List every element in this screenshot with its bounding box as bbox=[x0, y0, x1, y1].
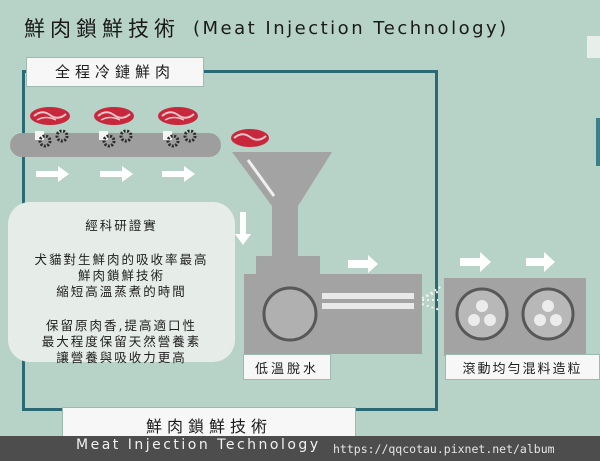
arrow-right-icon bbox=[162, 166, 195, 182]
info-line: 保留原肉香,提高適口性 bbox=[46, 318, 197, 333]
info-line: 犬貓對生鮮肉的吸收率最高 bbox=[34, 252, 209, 267]
bottom-title-english: Meat Injection Technology bbox=[76, 437, 321, 453]
page-title: 鮮肉鎖鮮技術 bbox=[24, 17, 180, 41]
cropped-panel-edge bbox=[587, 36, 600, 58]
gear-icon bbox=[35, 129, 69, 148]
meat-icon bbox=[30, 107, 70, 125]
arrow-right-icon bbox=[36, 166, 69, 182]
meat-icon bbox=[94, 107, 134, 125]
bottom-title: 鮮肉鎖鮮技術 bbox=[145, 417, 272, 436]
low-temp-label-box bbox=[243, 354, 331, 380]
info-line: 最大程度保留天然營養素 bbox=[41, 334, 202, 349]
meat-icon bbox=[158, 107, 198, 125]
roller-icon bbox=[444, 278, 586, 356]
arrow-right-icon bbox=[460, 252, 491, 272]
info-line: 縮短高溫蒸煮的時間 bbox=[56, 284, 187, 299]
arrow-right-icon bbox=[348, 255, 378, 273]
chamber-icon bbox=[244, 256, 422, 354]
info-line: 鮮肉鎖鮮技術 bbox=[77, 268, 165, 283]
cold-chain-label-box bbox=[26, 57, 204, 87]
meat-icon bbox=[231, 129, 269, 147]
processing-machine bbox=[232, 152, 586, 356]
funnel-icon bbox=[232, 152, 332, 260]
info-heading: 經科研證實 bbox=[85, 218, 158, 233]
watermark-bar bbox=[0, 436, 600, 461]
watermark-url: https://qqcotau.pixnet.net/album bbox=[333, 442, 555, 456]
info-panel bbox=[8, 202, 235, 362]
arrow-right-icon bbox=[526, 252, 555, 272]
gear-icon bbox=[163, 129, 197, 148]
spray-icon bbox=[421, 285, 443, 311]
tumble-label: 滾動均勻混料造粒 bbox=[462, 362, 583, 377]
cold-chain-label: 全程冷鏈鮮肉 bbox=[54, 63, 175, 81]
tumble-label-box bbox=[445, 354, 600, 380]
info-line: 讓營養與吸收力更高 bbox=[56, 350, 187, 365]
cropped-frame-line bbox=[596, 118, 600, 166]
arrow-down-icon bbox=[235, 212, 251, 245]
arrow-right-icon bbox=[100, 166, 133, 182]
gear-icon bbox=[99, 129, 133, 148]
low-temp-label: 低溫脫水 bbox=[254, 362, 319, 377]
page-subtitle-english: (Meat Injection Technology) bbox=[193, 18, 509, 39]
